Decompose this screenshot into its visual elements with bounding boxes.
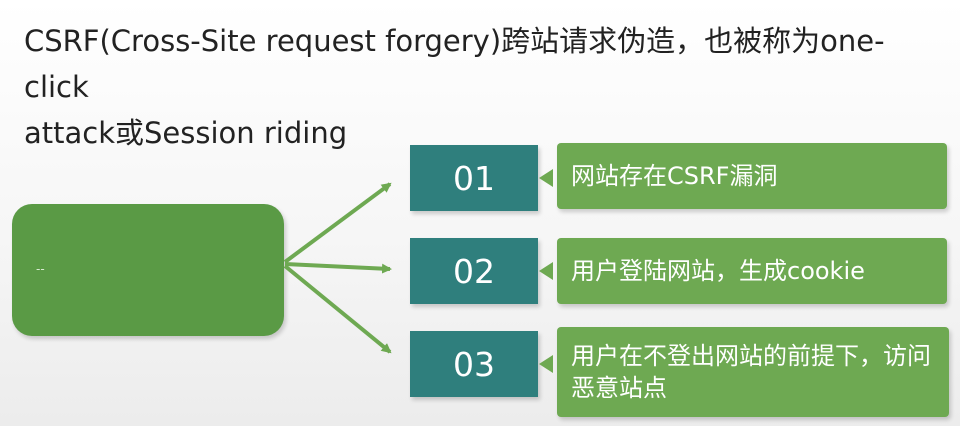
source-box: -- [12,204,284,336]
step-2-number: 02 [453,251,495,291]
step-3-pointer [539,355,553,373]
step-1-number-box: 01 [410,145,538,211]
step-3-text: 用户在不登出网站的前提下，访问恶意站点 [571,342,931,402]
heading-line-2: attack或Session riding [24,116,348,150]
arrow-to-step-1 [283,182,392,264]
step-1-number: 01 [453,158,495,198]
step-1-text-box: 网站存在CSRF漏洞 [557,143,947,209]
page-heading: CSRF(Cross-Site request forgery)跨站请求伪造，也… [24,18,934,156]
step-2-number-box: 02 [410,238,538,304]
step-2-text: 用户登陆网站，生成cookie [571,257,865,285]
step-2-pointer [539,262,553,280]
step-3-text-box: 用户在不登出网站的前提下，访问恶意站点 [557,327,949,417]
source-label: -- [36,262,45,276]
step-3-number-box: 03 [410,331,538,397]
step-3-number: 03 [453,344,495,384]
arrow-to-step-2 [284,262,392,274]
heading-line-1: CSRF(Cross-Site request forgery)跨站请求伪造，也… [24,24,885,104]
step-1-text: 网站存在CSRF漏洞 [571,162,778,190]
step-1-pointer [539,169,553,187]
arrow-to-step-3 [283,264,392,354]
step-2-text-box: 用户登陆网站，生成cookie [557,238,947,304]
